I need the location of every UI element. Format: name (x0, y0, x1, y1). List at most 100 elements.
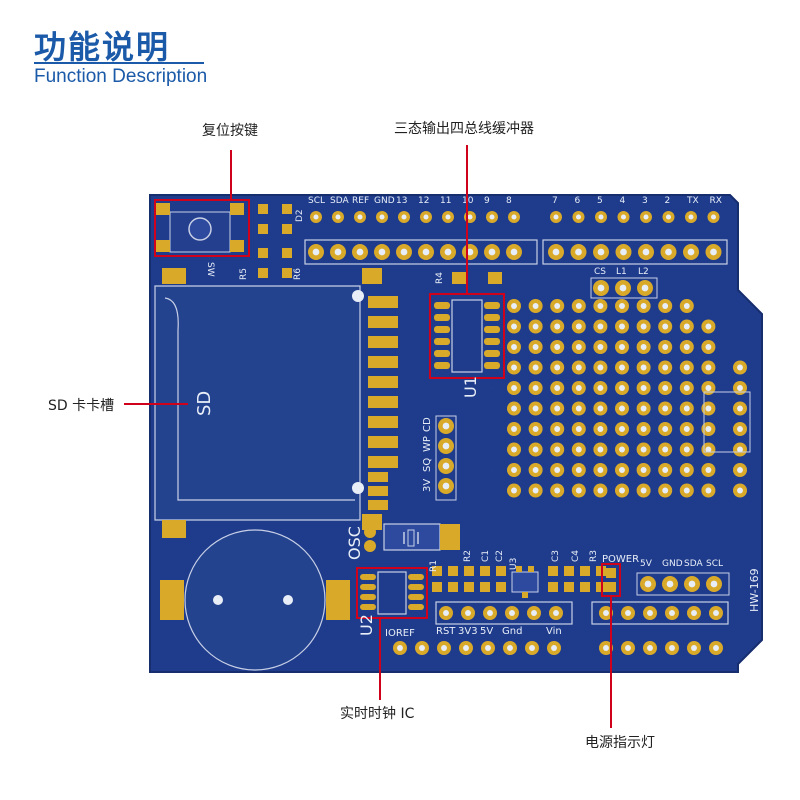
proto-hole (550, 401, 565, 416)
proto-hole (507, 340, 521, 354)
sd-contact (368, 336, 398, 348)
bottom-pin (481, 641, 495, 655)
proto-hole (550, 360, 565, 375)
u1-pad (484, 302, 500, 309)
small-hole (617, 211, 630, 223)
proto-hole (636, 401, 651, 416)
header-pin (462, 244, 478, 260)
header-label: 7 (552, 196, 558, 206)
proto-hole (615, 381, 629, 395)
u1-pad (434, 338, 450, 345)
proto-hole (528, 319, 543, 334)
proto-hole (636, 483, 651, 498)
small-hole (420, 211, 432, 223)
sd-contact (368, 436, 398, 448)
proto-hole (658, 299, 673, 313)
proto-hole (733, 422, 747, 436)
proto-hole (528, 360, 543, 375)
proto-hole (658, 401, 673, 416)
bottom-pin (643, 641, 657, 655)
header-label: 5 (597, 196, 603, 206)
proto-hole (507, 401, 521, 416)
small-hole (464, 211, 476, 223)
header-label: 4 (620, 196, 626, 206)
bottom-pin (547, 641, 561, 655)
i2c-label: SCL (706, 559, 723, 569)
bottom-pin-rows (393, 606, 723, 655)
proto-hole (507, 463, 521, 477)
header-label: 11 (440, 196, 451, 206)
ref-label: C3 (551, 550, 561, 562)
proto-hole (571, 340, 586, 354)
header-label: GND (374, 196, 395, 206)
cs-pin (637, 280, 653, 296)
small-hole (310, 211, 322, 223)
smd-pad (464, 566, 474, 576)
header-label: 8 (506, 196, 512, 206)
proto-hole (550, 483, 565, 498)
proto-hole (528, 422, 543, 436)
i2c-pin (706, 576, 722, 592)
callout-tristate-buffer: 三态输出四总线缓冲器 (394, 121, 534, 137)
small-hole (640, 211, 652, 223)
model-silk-label: HW-169 (748, 568, 761, 612)
bottom-pin (599, 641, 613, 655)
proto-hole (701, 483, 716, 498)
bottom-pin (525, 641, 539, 655)
proto-hole (679, 401, 694, 416)
page-subtitle: Function Description (34, 66, 208, 87)
smd-pad (480, 566, 490, 576)
power-row-label: 3V3 (458, 626, 478, 637)
proto-hole (528, 340, 543, 354)
proto-hole (507, 422, 521, 436)
proto-hole (615, 299, 629, 313)
proto-hole (636, 340, 651, 354)
analog-pin (621, 606, 635, 620)
proto-hole (733, 463, 747, 477)
proto-hole (507, 442, 521, 457)
proto-hole (636, 299, 651, 313)
u2-pad (408, 604, 424, 610)
page-title: 功能说明 (34, 28, 171, 66)
bottom-pin (415, 641, 429, 655)
proto-hole (593, 422, 608, 436)
small-hole (442, 211, 454, 223)
u2-pads (360, 574, 424, 610)
proto-hole (679, 442, 694, 457)
power-row-label: 5V (480, 626, 493, 637)
sd-card-slot (154, 285, 382, 538)
smd-pad (580, 566, 590, 576)
smd-pad (464, 582, 474, 592)
cs-label: L1 (616, 267, 627, 277)
u1-pad (484, 362, 500, 369)
sd-pin-hole (438, 438, 454, 454)
smd-pad (448, 582, 458, 592)
u2-pad (360, 604, 376, 610)
small-hole (398, 211, 410, 223)
ref-label: U3 (509, 558, 519, 570)
sd-pin-hole (438, 458, 454, 474)
small-hole (332, 211, 344, 223)
proto-hole (636, 381, 651, 395)
small-hole (662, 211, 675, 223)
proto-hole (615, 360, 629, 375)
proto-hole (658, 422, 673, 436)
i2c-label: 5V (640, 559, 653, 569)
proto-hole (571, 381, 586, 395)
header-pin (396, 244, 412, 260)
proto-hole (550, 299, 565, 313)
proto-hole (507, 319, 521, 334)
i2c-outline (636, 572, 730, 596)
header-pin (705, 244, 722, 260)
u2-pad (408, 584, 424, 590)
sd-pin-outline (435, 415, 457, 501)
bottom-pin (665, 641, 679, 655)
power-header-pin (549, 606, 563, 620)
ref-label: C1 (481, 550, 491, 562)
proto-hole (658, 340, 673, 354)
proto-hole (550, 442, 565, 457)
u2-chip (356, 567, 428, 619)
header-pin (570, 244, 587, 260)
proto-hole (636, 422, 651, 436)
smd-pad (564, 566, 574, 576)
